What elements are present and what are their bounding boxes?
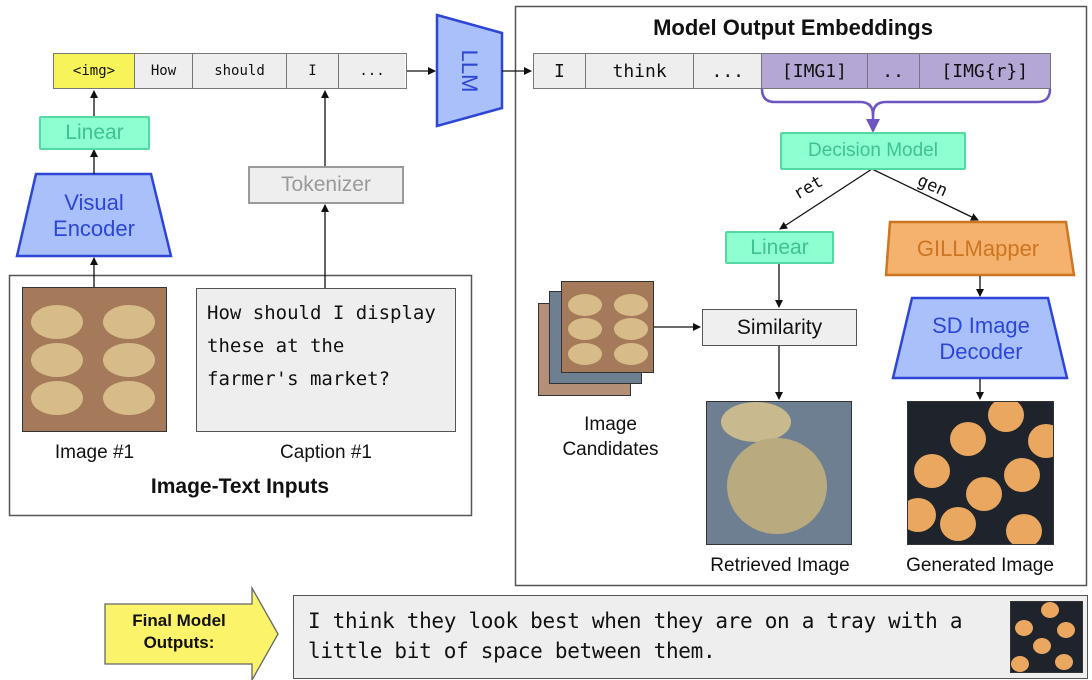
branch-ret-label: ret bbox=[790, 171, 827, 205]
generated-label: Generated Image bbox=[906, 555, 1054, 576]
output-token-row: I think ... [IMG1] .. [IMG{r}] bbox=[533, 53, 1051, 89]
image-label: Image #1 bbox=[54, 442, 135, 463]
final-outputs-label: Final Model Outputs: bbox=[132, 611, 226, 652]
caption-label: Caption #1 bbox=[280, 442, 372, 463]
img-token: [IMG1] bbox=[762, 54, 868, 88]
final-output-text: I think they look best when they are on … bbox=[308, 609, 963, 663]
input-token: I bbox=[287, 54, 339, 88]
arrow-decision-to-linear bbox=[779, 168, 873, 230]
visual-encoder-label: Visual Encoder bbox=[53, 189, 135, 241]
output-token: ... bbox=[694, 54, 763, 88]
sd-decoder-label: SD Image Decoder bbox=[932, 312, 1030, 364]
gill-mapper-label: GILLMapper bbox=[916, 235, 1040, 261]
generated-image bbox=[907, 401, 1054, 545]
img-token: [IMG{r}] bbox=[919, 54, 1050, 88]
retrieved-image bbox=[706, 401, 852, 545]
candidate-image bbox=[561, 281, 654, 373]
final-output-box: I think they look best when they are on … bbox=[293, 595, 1088, 679]
tokenizer-box: Tokenizer bbox=[248, 166, 404, 204]
llm-label: LLM bbox=[457, 49, 483, 93]
img-token-brace bbox=[760, 88, 1052, 116]
similarity-box: Similarity bbox=[702, 309, 857, 346]
branch-gen-label: gen bbox=[914, 170, 951, 202]
input-image bbox=[22, 287, 167, 432]
img-token: .. bbox=[867, 54, 920, 88]
retrieved-label: Retrieved Image bbox=[710, 555, 850, 576]
output-token: I bbox=[534, 54, 586, 88]
final-output-thumbnail bbox=[1010, 601, 1083, 673]
caption-box: How should I display these at the farmer… bbox=[196, 288, 456, 432]
input-token: ... bbox=[339, 54, 405, 88]
input-token: should bbox=[193, 54, 287, 88]
inputs-title: Image-Text Inputs bbox=[150, 475, 330, 498]
input-token-row: <img> How should I ... bbox=[53, 53, 407, 89]
model-output-title: Model Output Embeddings bbox=[653, 15, 933, 40]
decision-model-box: Decision Model bbox=[780, 132, 966, 170]
candidates-label: Image Candidates bbox=[562, 414, 659, 460]
right-linear-box: Linear bbox=[725, 231, 834, 264]
output-token: think bbox=[585, 54, 695, 88]
left-linear-box: Linear bbox=[39, 116, 150, 150]
input-token: How bbox=[135, 54, 193, 88]
input-token: <img> bbox=[54, 54, 135, 88]
